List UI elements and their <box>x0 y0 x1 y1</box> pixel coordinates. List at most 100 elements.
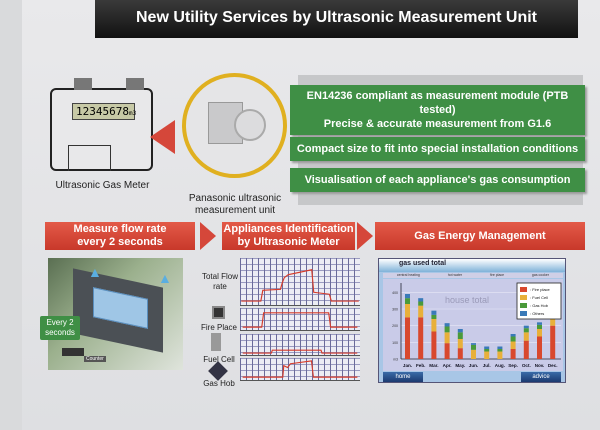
bar-others <box>405 294 410 299</box>
top-legend-item: gas cooker <box>531 273 550 277</box>
bar-fire-place <box>537 336 542 359</box>
bar-others <box>484 346 490 349</box>
bar-fire-place <box>418 317 424 359</box>
feature-ptb: EN14236 compliant as measurement module … <box>290 85 585 135</box>
y-tick-label: 400 <box>392 291 398 295</box>
fire-place-graph <box>240 308 360 331</box>
step-measure: Measure flow rate every 2 seconds <box>45 222 195 250</box>
y-tick-label: m3 <box>393 358 398 362</box>
home-button[interactable]: home <box>383 372 423 382</box>
legend-label: : Fire place <box>530 287 551 292</box>
bar-gas-hob <box>497 349 503 352</box>
bar-fire-place <box>431 331 437 359</box>
gas-meter: 12345678m3 <box>50 78 153 171</box>
legend-label: : Others <box>530 311 544 316</box>
advice-button[interactable]: advice <box>521 372 561 382</box>
x-tick-label: Aug. <box>495 363 505 368</box>
bar-gas-hob <box>431 314 437 319</box>
bar-fire-place <box>457 348 463 359</box>
step-identification: Appliances Identification by Ultrasonic … <box>222 222 355 250</box>
fuel-cell-label: Fuel Cell <box>203 355 235 364</box>
bar-fuel-cell <box>405 304 410 318</box>
bar-fire-place <box>523 340 529 359</box>
x-tick-label: Feb. <box>416 363 425 368</box>
y-tick-label: 200 <box>392 324 398 328</box>
x-tick-label: Dec. <box>548 363 558 368</box>
bar-gas-hob <box>471 344 476 350</box>
arrow-right-icon <box>200 222 216 250</box>
bar-fire-place <box>405 317 410 359</box>
x-tick-label: Sep. <box>508 363 518 368</box>
y-tick-label: 300 <box>392 308 398 312</box>
flow-arrow-icon: ▲ <box>88 264 102 280</box>
measurement-unit-image <box>182 73 287 178</box>
arrow-left-icon <box>150 120 175 154</box>
screen-header-title: gas used total <box>399 260 447 267</box>
bar-fuel-cell <box>484 351 490 359</box>
legend-swatch <box>520 303 527 308</box>
legend-label: : Gas Hob <box>530 303 549 308</box>
total-flow-graph <box>240 258 360 306</box>
bar-fire-place <box>510 349 516 359</box>
arrow-right-icon <box>357 222 373 250</box>
fuel-cell-icon <box>211 333 221 351</box>
feature-visualisation: Visualisation of each appliance's gas co… <box>290 168 585 192</box>
bar-fuel-cell <box>537 329 542 337</box>
bar-others <box>431 310 437 315</box>
bar-others <box>497 346 503 349</box>
bar-fuel-cell <box>431 319 437 332</box>
flow-arrow-icon: ▲ <box>158 270 172 286</box>
unit-label: Panasonic ultrasonic measurement unit <box>188 193 282 216</box>
bar-fire-place <box>550 325 556 359</box>
page-title: New Utility Services by Ultrasonic Measu… <box>95 0 578 38</box>
bar-fuel-cell <box>457 339 463 349</box>
x-tick-label: Mar. <box>429 363 438 368</box>
bar-gas-hob <box>484 349 490 352</box>
legend-swatch <box>520 295 527 300</box>
feature-compact: Compact size to fit into special install… <box>290 137 585 161</box>
bar-fuel-cell <box>497 351 503 359</box>
legend-swatch <box>520 311 527 316</box>
counter-label: Counter <box>84 356 106 362</box>
bar-gas-hob <box>510 336 516 342</box>
legend-swatch <box>520 287 527 292</box>
x-tick-label: May. <box>455 363 465 368</box>
x-tick-label: Nov. <box>535 363 545 368</box>
watermark: house total <box>445 295 489 305</box>
bar-gas-hob <box>457 332 463 339</box>
legend-label: : Fuel Cell <box>530 295 548 300</box>
bar-fuel-cell <box>444 332 450 344</box>
bar-others <box>510 334 516 337</box>
bar-gas-hob <box>537 324 542 329</box>
bar-gas-hob <box>444 326 450 333</box>
meter-label: Ultrasonic Gas Meter <box>55 180 150 191</box>
bar-gas-hob <box>523 328 529 333</box>
x-tick-label: Jul. <box>483 363 491 368</box>
fire-place-label: Fire Place <box>200 323 237 332</box>
total-flow-label: Total Flow rate <box>201 272 238 291</box>
bar-fire-place <box>444 343 450 359</box>
gas-usage-screen: gas used total central heating hot water f… <box>378 258 566 383</box>
bar-fuel-cell <box>550 318 556 326</box>
bar-gas-hob <box>405 298 410 304</box>
counter-icon <box>62 348 84 356</box>
y-tick-label: 100 <box>392 341 398 345</box>
gas-hob-label: Gas Hob <box>203 379 235 388</box>
bar-others <box>471 343 476 345</box>
bar-gas-hob <box>418 301 424 306</box>
bar-fuel-cell <box>471 349 476 359</box>
step-energy-management: Gas Energy Management <box>375 222 585 250</box>
top-legend-item: hot water <box>447 273 463 277</box>
x-tick-label: Oct. <box>522 363 531 368</box>
gas-hob-graph <box>240 358 360 381</box>
fire-place-icon <box>212 306 225 319</box>
x-tick-label: Apr. <box>443 363 452 368</box>
bar-others <box>444 323 450 327</box>
top-legend-item: fire place <box>489 273 505 277</box>
top-legend-item: central heating <box>396 273 420 277</box>
bar-others <box>418 298 424 302</box>
x-tick-label: Jan. <box>403 363 412 368</box>
bar-others <box>457 329 463 333</box>
sensor-diagram: ▲ ▲ Every 2 seconds Counter <box>40 258 183 370</box>
x-tick-label: Jun. <box>469 363 478 368</box>
